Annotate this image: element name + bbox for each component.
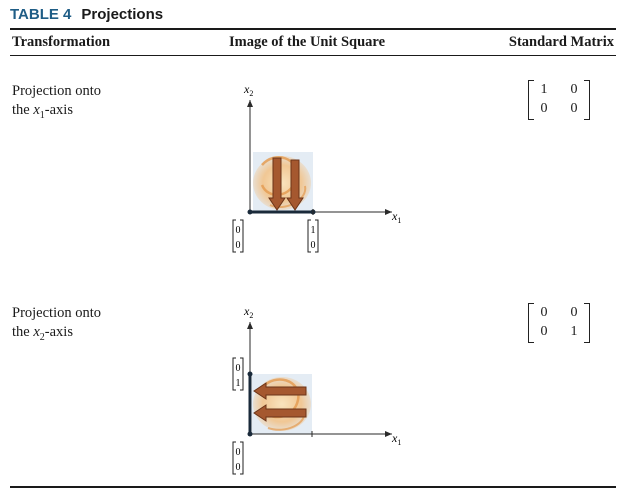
column-vector-origin: 0 0 bbox=[232, 219, 244, 253]
origin-point bbox=[247, 209, 253, 215]
column-vector-origin: 0 0 bbox=[232, 441, 244, 475]
column-header-image: Image of the Unit Square bbox=[229, 34, 386, 50]
row-label-line2: the x1-axis bbox=[12, 102, 73, 121]
vector-entry: 1 bbox=[236, 378, 241, 389]
top-rule bbox=[10, 28, 616, 30]
row-label-line2: the x2-axis bbox=[12, 324, 73, 343]
header-rule bbox=[10, 55, 616, 56]
arrow-down-icon bbox=[286, 159, 304, 211]
vector-entry: 0 bbox=[236, 462, 241, 473]
bracket-right bbox=[584, 80, 590, 120]
unit-square-swirl bbox=[252, 374, 312, 434]
vector-entry: 0 bbox=[236, 240, 241, 251]
standard-matrix-x2: 0 0 0 1 bbox=[528, 303, 590, 343]
matrix-cell: 0 bbox=[540, 324, 548, 339]
axis-label-x1: x1 bbox=[391, 431, 401, 447]
arrow-left-icon bbox=[253, 404, 307, 422]
matrix-cell: 0 bbox=[540, 305, 548, 320]
column-header-matrix: Standard Matrix bbox=[508, 34, 614, 50]
unit-square-swirl bbox=[253, 152, 313, 212]
matrix-cell: 0 bbox=[570, 82, 578, 97]
row-label-projection-x2: Projection onto the x2-axis bbox=[12, 304, 101, 347]
matrix-cell: 0 bbox=[570, 101, 578, 116]
arrow-left-icon bbox=[253, 382, 307, 400]
bracket-left bbox=[528, 303, 534, 343]
axis-label-x2: x2 bbox=[243, 82, 253, 98]
vector-entry: 0 bbox=[236, 225, 241, 236]
table-title: TABLE 4 Projections bbox=[10, 6, 163, 23]
vector-entry: 0 bbox=[311, 240, 316, 251]
row-label-line1: Projection onto bbox=[12, 83, 102, 99]
column-vector-e1: 1 0 bbox=[307, 219, 319, 253]
figure-projection-x1: x2 x1 0 0 1 0 bbox=[232, 82, 401, 253]
bracket-right bbox=[584, 303, 590, 343]
vector-entry: 1 bbox=[311, 225, 316, 236]
endpoint-point bbox=[247, 371, 253, 377]
origin-point bbox=[247, 431, 253, 437]
bracket-left bbox=[528, 80, 534, 120]
matrix-cell: 0 bbox=[570, 305, 578, 320]
axis-label-x1: x1 bbox=[391, 209, 401, 225]
column-header-transformation: Transformation bbox=[12, 34, 111, 50]
vector-entry: 0 bbox=[236, 447, 241, 458]
matrix-cell: 1 bbox=[540, 82, 548, 97]
row-label-line1: Projection onto bbox=[12, 305, 102, 321]
vector-entry: 0 bbox=[236, 363, 241, 374]
arrow-down-icon bbox=[268, 157, 286, 211]
column-vector-e2: 0 1 bbox=[232, 357, 244, 391]
row-label-projection-x1: Projection onto the x1-axis bbox=[12, 82, 101, 125]
table-number: TABLE 4 bbox=[10, 6, 72, 23]
axis-label-x2: x2 bbox=[243, 304, 253, 320]
standard-matrix-x1: 1 0 0 0 bbox=[528, 80, 590, 120]
table-name: Projections bbox=[81, 6, 164, 23]
figure-projection-x2: x2 x1 0 1 0 0 bbox=[232, 304, 401, 475]
matrix-cell: 0 bbox=[540, 101, 548, 116]
bottom-rule bbox=[10, 486, 616, 488]
matrix-cell: 1 bbox=[570, 324, 578, 339]
